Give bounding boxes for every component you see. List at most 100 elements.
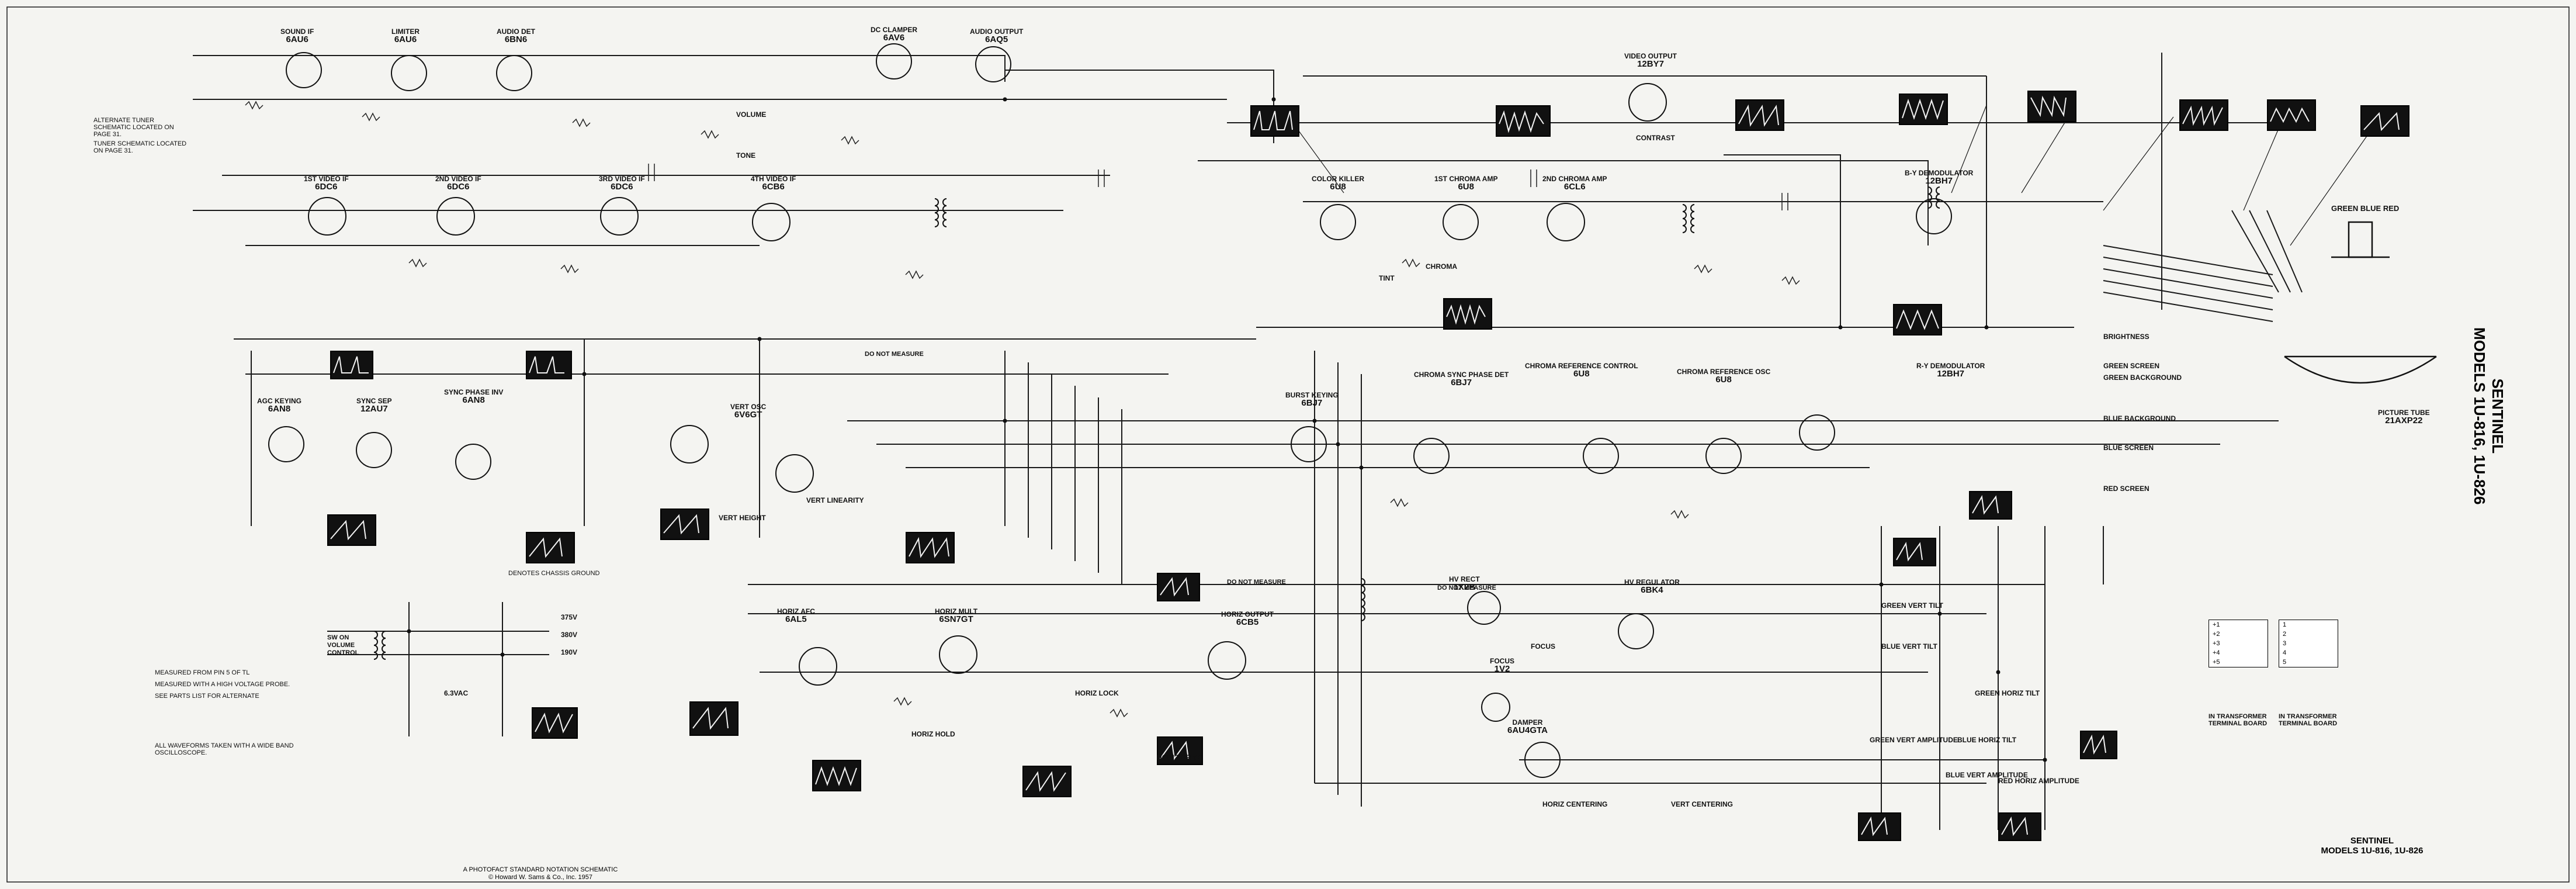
waveform-scope bbox=[1893, 304, 1942, 335]
terminal-table-title: IN TRANSFORMER TERMINAL BOARD bbox=[2279, 713, 2338, 727]
bplus-label: 190V bbox=[561, 648, 578, 656]
footer: A PHOTOFACT STANDARD NOTATION SCHEMATIC … bbox=[409, 866, 672, 881]
waveform-scope bbox=[1893, 538, 1936, 566]
control-label: VERT CENTERING bbox=[1671, 800, 1733, 808]
waveform-scope bbox=[1022, 766, 1072, 797]
control-label: CHROMA bbox=[1426, 262, 1457, 271]
control-label: GREEN VERT TILT bbox=[1881, 601, 1943, 610]
title-block-models: MODELS 1U-816, 1U-826 bbox=[2321, 846, 2424, 856]
waveform-scope bbox=[2360, 105, 2409, 137]
terminal-table-title: IN TRANSFORMER TERMINAL BOARD bbox=[2209, 713, 2268, 727]
footer-line-1: A PHOTOFACT STANDARD NOTATION SCHEMATIC bbox=[463, 866, 618, 873]
title-block: SENTINEL MODELS 1U-816, 1U-826 bbox=[2279, 836, 2466, 856]
control-label: TONE bbox=[736, 151, 756, 160]
terminal-table: +1 +2 +3 +4 +5 bbox=[2209, 620, 2268, 667]
control-label: RED SCREEN bbox=[2103, 485, 2149, 493]
control-label: GREEN HORIZ TILT bbox=[1975, 689, 2040, 697]
waveform-scope bbox=[906, 532, 955, 563]
title-block-brand: SENTINEL bbox=[2350, 836, 2394, 846]
side-title: SENTINEL MODELS 1U-816, 1U-826 bbox=[2470, 327, 2506, 504]
waveform-scope bbox=[2080, 731, 2117, 759]
control-label: BLUE BACKGROUND bbox=[2103, 414, 2176, 423]
control-label: HORIZ DRIVE bbox=[1157, 753, 1202, 762]
note-parts-list: SEE PARTS LIST FOR ALTERNATE bbox=[155, 693, 259, 700]
waveform-scope bbox=[1250, 105, 1299, 137]
waveform-scope bbox=[1443, 298, 1492, 330]
power-switch-label: SW ON VOLUME CONTROL bbox=[327, 634, 359, 656]
control-label: BLUE HORIZ TILT bbox=[1957, 736, 2017, 744]
note-do-not-measure: DO NOT MEASURE bbox=[1437, 584, 1496, 591]
control-label: VOLUME bbox=[736, 110, 767, 119]
waveform-scope bbox=[327, 514, 376, 546]
note-measured: MEASURED FROM PIN 5 OF TL bbox=[155, 669, 250, 676]
note-chassis-ground: DENOTES CHASSIS GROUND bbox=[508, 570, 600, 577]
control-label: BRIGHTNESS bbox=[2103, 333, 2149, 341]
note-waveforms: ALL WAVEFORMS TAKEN WITH A WIDE BAND OSC… bbox=[155, 742, 294, 756]
waveform-scope bbox=[532, 707, 578, 739]
bplus-label: 6.3VAC bbox=[444, 689, 469, 697]
control-label: RED HORIZ AMPLITUDE bbox=[1998, 777, 2079, 785]
note-alt-tuner: ALTERNATE TUNER SCHEMATIC LOCATED ON PAG… bbox=[93, 117, 174, 138]
waveform-scope bbox=[1735, 99, 1784, 131]
control-label: GREEN SCREEN bbox=[2103, 362, 2160, 370]
control-label: HORIZ CENTERING bbox=[1542, 800, 1608, 808]
waveform-scope bbox=[1998, 812, 2041, 841]
control-label: GREEN VERT AMPLITUDE bbox=[1870, 736, 1958, 744]
side-title-models: MODELS 1U-816, 1U-826 bbox=[2471, 327, 2488, 505]
note-do-not-measure: DO NOT MEASURE bbox=[865, 351, 924, 358]
note-tuner: TUNER SCHEMATIC LOCATED ON PAGE 31. bbox=[93, 140, 187, 154]
waveform-scope bbox=[1858, 812, 1901, 841]
waveform-scope bbox=[526, 532, 575, 563]
control-label: GREEN BACKGROUND bbox=[2103, 373, 2182, 382]
control-label: HORIZ HOLD bbox=[911, 730, 955, 738]
waveform-scope bbox=[330, 351, 373, 379]
bplus-label: 380V bbox=[561, 631, 578, 639]
side-title-brand: SENTINEL bbox=[2489, 378, 2506, 454]
waveform-scope bbox=[1899, 94, 1948, 125]
waveform-scope bbox=[526, 351, 572, 379]
note-measured-hv: MEASURED WITH A HIGH VOLTAGE PROBE. bbox=[155, 681, 290, 688]
waveform-scope bbox=[2179, 99, 2228, 131]
footer-line-2: © Howard W. Sams & Co., Inc. 1957 bbox=[488, 874, 593, 881]
control-label: HORIZ LOCK bbox=[1075, 689, 1119, 697]
waveform-scope bbox=[1969, 491, 2012, 520]
control-label: FOCUS bbox=[1531, 642, 1555, 651]
control-label: BLUE VERT TILT bbox=[1881, 642, 1937, 651]
control-label: VERT HEIGHT bbox=[719, 514, 766, 522]
bplus-label: 375V bbox=[561, 613, 578, 621]
terminal-table: 1 2 3 4 5 bbox=[2279, 620, 2338, 667]
control-label: TINT bbox=[1379, 274, 1395, 282]
waveform-scope bbox=[2027, 91, 2076, 122]
